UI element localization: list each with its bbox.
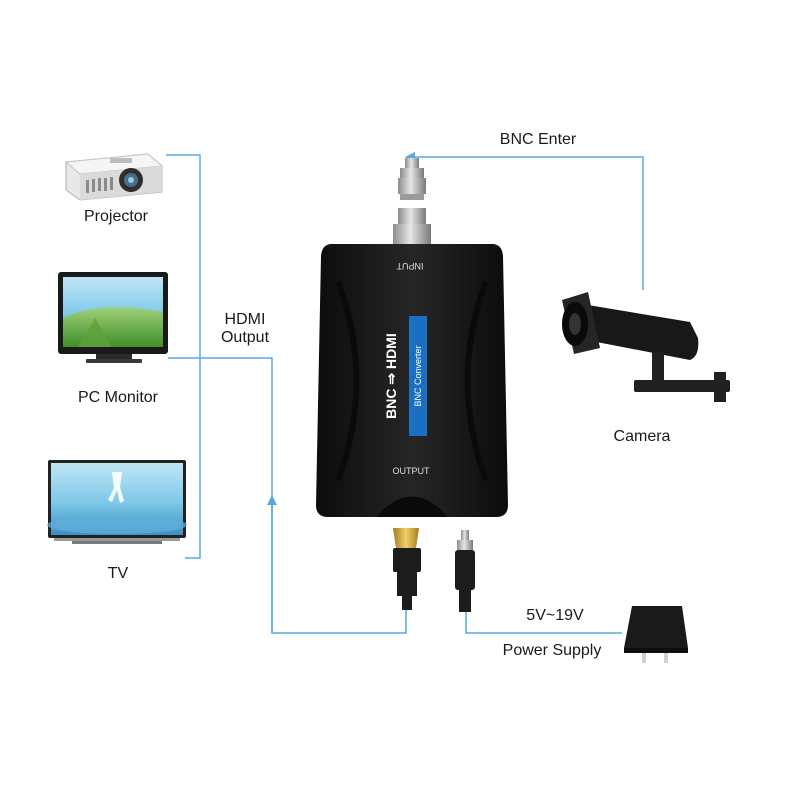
power-adapter-icon	[624, 606, 688, 663]
bnc-enter-label: BNC Enter	[499, 131, 577, 148]
tv-label: TV	[107, 565, 129, 582]
hdmi-plug-icon	[393, 528, 421, 610]
converter-title: BNC ⇒ HDMI	[383, 333, 399, 419]
dc-plug-icon	[455, 530, 475, 612]
pc-monitor-icon	[58, 272, 168, 363]
pc-monitor-label: PC Monitor	[77, 389, 159, 406]
power-line	[465, 612, 622, 634]
hdmi-output-label-line2: Output	[220, 329, 270, 346]
projector-link-line	[166, 154, 201, 559]
converter-device	[316, 244, 508, 517]
camera-icon	[562, 292, 730, 402]
converter-label-strip	[409, 316, 427, 436]
output-port-label: OUTPUT	[393, 466, 431, 476]
tv-icon	[47, 460, 187, 544]
converter-subtitle: BNC Converter	[413, 345, 423, 406]
voltage-label: 5V~19V	[526, 607, 584, 624]
camera-label: Camera	[613, 428, 671, 445]
connection-lines	[166, 152, 644, 634]
projector-icon	[64, 153, 164, 201]
bnc-enter-line	[405, 152, 644, 290]
projector-label: Projector	[83, 208, 149, 225]
hdmi-output-label-line1: HDMI	[224, 311, 266, 328]
power-supply-label: Power Supply	[502, 642, 602, 659]
input-port-label: INPUT	[396, 261, 424, 271]
bnc-jack-icon	[393, 208, 431, 244]
hdmi-output-label: HDMI Output	[210, 311, 280, 347]
bnc-connector-icon	[398, 158, 426, 200]
